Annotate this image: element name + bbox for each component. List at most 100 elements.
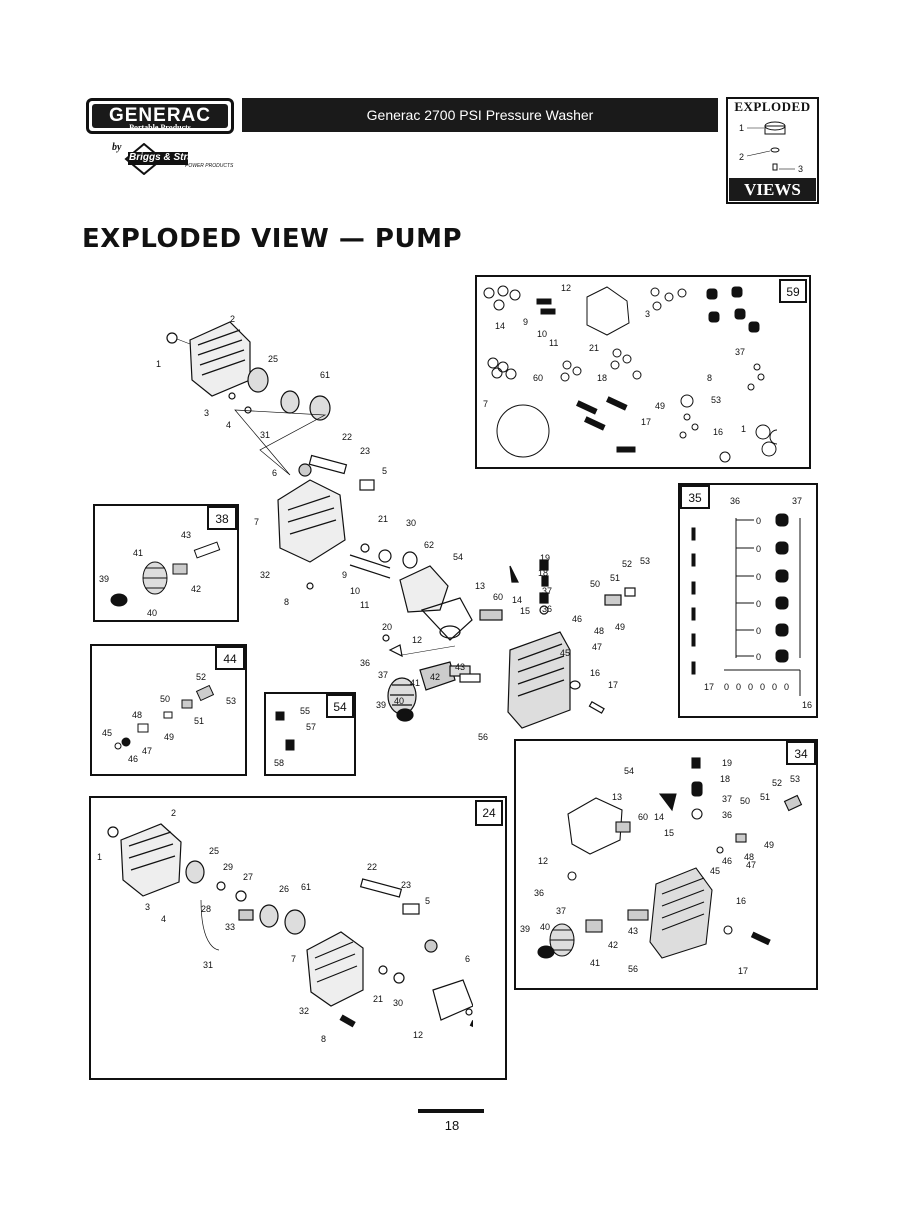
brand-name: GENERAC — [108, 105, 211, 126]
svg-text:8: 8 — [321, 1034, 326, 1044]
svg-text:60: 60 — [493, 592, 503, 602]
svg-text:43: 43 — [455, 662, 465, 672]
svg-text:54: 54 — [453, 552, 463, 562]
svg-text:50: 50 — [740, 796, 750, 806]
document-title: Generac 2700 PSI Pressure Washer — [242, 98, 718, 132]
svg-text:19: 19 — [722, 758, 732, 768]
svg-text:45: 45 — [102, 728, 112, 738]
svg-text:4: 4 — [161, 914, 166, 924]
svg-text:23: 23 — [360, 446, 370, 456]
svg-text:2: 2 — [230, 314, 235, 324]
spring-icon — [359, 479, 375, 491]
svg-text:60: 60 — [533, 373, 543, 383]
svg-text:21: 21 — [589, 343, 599, 353]
svg-text:3: 3 — [145, 902, 150, 912]
svg-text:48: 48 — [744, 852, 754, 862]
crankcase-icon — [189, 321, 251, 397]
svg-text:17: 17 — [608, 680, 618, 690]
svg-text:12: 12 — [412, 635, 422, 645]
svg-text:11: 11 — [549, 338, 558, 348]
badge-top-text: EXPLODED — [734, 99, 811, 114]
svg-text:15: 15 — [520, 606, 530, 616]
svg-text:0: 0 — [756, 544, 761, 554]
svg-text:2: 2 — [171, 808, 176, 818]
svg-text:39: 39 — [520, 924, 530, 934]
page-number-rule — [418, 1109, 484, 1113]
svg-text:9: 9 — [523, 317, 528, 327]
svg-text:41: 41 — [133, 548, 143, 558]
svg-text:47: 47 — [592, 642, 602, 652]
svg-text:40: 40 — [540, 922, 550, 932]
manifold-icon — [507, 631, 571, 729]
svg-text:40: 40 — [147, 608, 157, 618]
svg-text:52: 52 — [196, 672, 206, 682]
briggs-stratton-logo — [124, 143, 188, 175]
svg-text:53: 53 — [226, 696, 236, 706]
svg-text:25: 25 — [268, 354, 278, 364]
svg-text:0: 0 — [748, 682, 753, 692]
panel-24-tag: 24 — [475, 800, 503, 826]
bolt-icon — [588, 700, 605, 714]
svg-text:3: 3 — [204, 408, 209, 418]
panel-35-tag: 35 — [680, 485, 710, 509]
svg-text:0: 0 — [772, 682, 777, 692]
svg-text:37: 37 — [722, 794, 732, 804]
svg-text:48: 48 — [594, 626, 604, 636]
svg-text:30: 30 — [406, 518, 416, 528]
svg-text:9: 9 — [342, 570, 347, 580]
svg-text:1: 1 — [156, 359, 161, 369]
svg-text:58: 58 — [274, 758, 284, 768]
svg-text:42: 42 — [191, 584, 201, 594]
svg-text:0: 0 — [756, 599, 761, 609]
svg-text:8: 8 — [284, 597, 289, 607]
svg-text:26: 26 — [279, 884, 289, 894]
svg-text:14: 14 — [512, 595, 522, 605]
svg-text:55: 55 — [300, 706, 310, 716]
bearing-icon — [247, 367, 269, 393]
svg-text:48: 48 — [132, 710, 142, 720]
svg-text:7: 7 — [291, 954, 296, 964]
panel-38 — [93, 504, 239, 622]
badge-callout: 3 — [798, 164, 803, 174]
svg-text:39: 39 — [376, 700, 386, 710]
page-heading: EXPLODED VIEW — PUMP — [82, 224, 463, 254]
svg-text:51: 51 — [760, 792, 770, 802]
svg-text:4: 4 — [226, 420, 231, 430]
svg-text:18: 18 — [720, 774, 730, 784]
svg-text:61: 61 — [301, 882, 311, 892]
panel-38-diagram: 41 43 42 39 40 — [99, 530, 221, 618]
svg-text:29: 29 — [223, 862, 233, 872]
svg-text:10: 10 — [537, 329, 547, 339]
svg-text:36: 36 — [542, 604, 552, 614]
svg-text:16: 16 — [713, 427, 723, 437]
svg-text:51: 51 — [194, 716, 204, 726]
svg-text:51: 51 — [610, 573, 620, 583]
badge-callout: 2 — [739, 152, 744, 162]
svg-text:5: 5 — [382, 466, 387, 476]
svg-text:17: 17 — [738, 966, 748, 976]
svg-text:32: 32 — [260, 570, 270, 580]
panel-38-callouts: 41 43 42 39 40 — [99, 530, 201, 618]
svg-text:47: 47 — [142, 746, 152, 756]
svg-text:0: 0 — [760, 682, 765, 692]
svg-text:62: 62 — [424, 540, 434, 550]
svg-text:37: 37 — [556, 906, 566, 916]
svg-text:50: 50 — [160, 694, 170, 704]
badge-callout: 1 — [739, 123, 744, 133]
svg-text:45: 45 — [710, 866, 720, 876]
svg-text:13: 13 — [475, 581, 485, 591]
svg-text:41: 41 — [410, 678, 420, 688]
svg-text:43: 43 — [181, 530, 191, 540]
partner-name: Briggs & Stratton — [129, 152, 212, 163]
svg-text:12: 12 — [538, 856, 548, 866]
svg-text:6: 6 — [465, 954, 470, 964]
svg-text:54: 54 — [624, 766, 634, 776]
svg-text:39: 39 — [99, 574, 109, 584]
